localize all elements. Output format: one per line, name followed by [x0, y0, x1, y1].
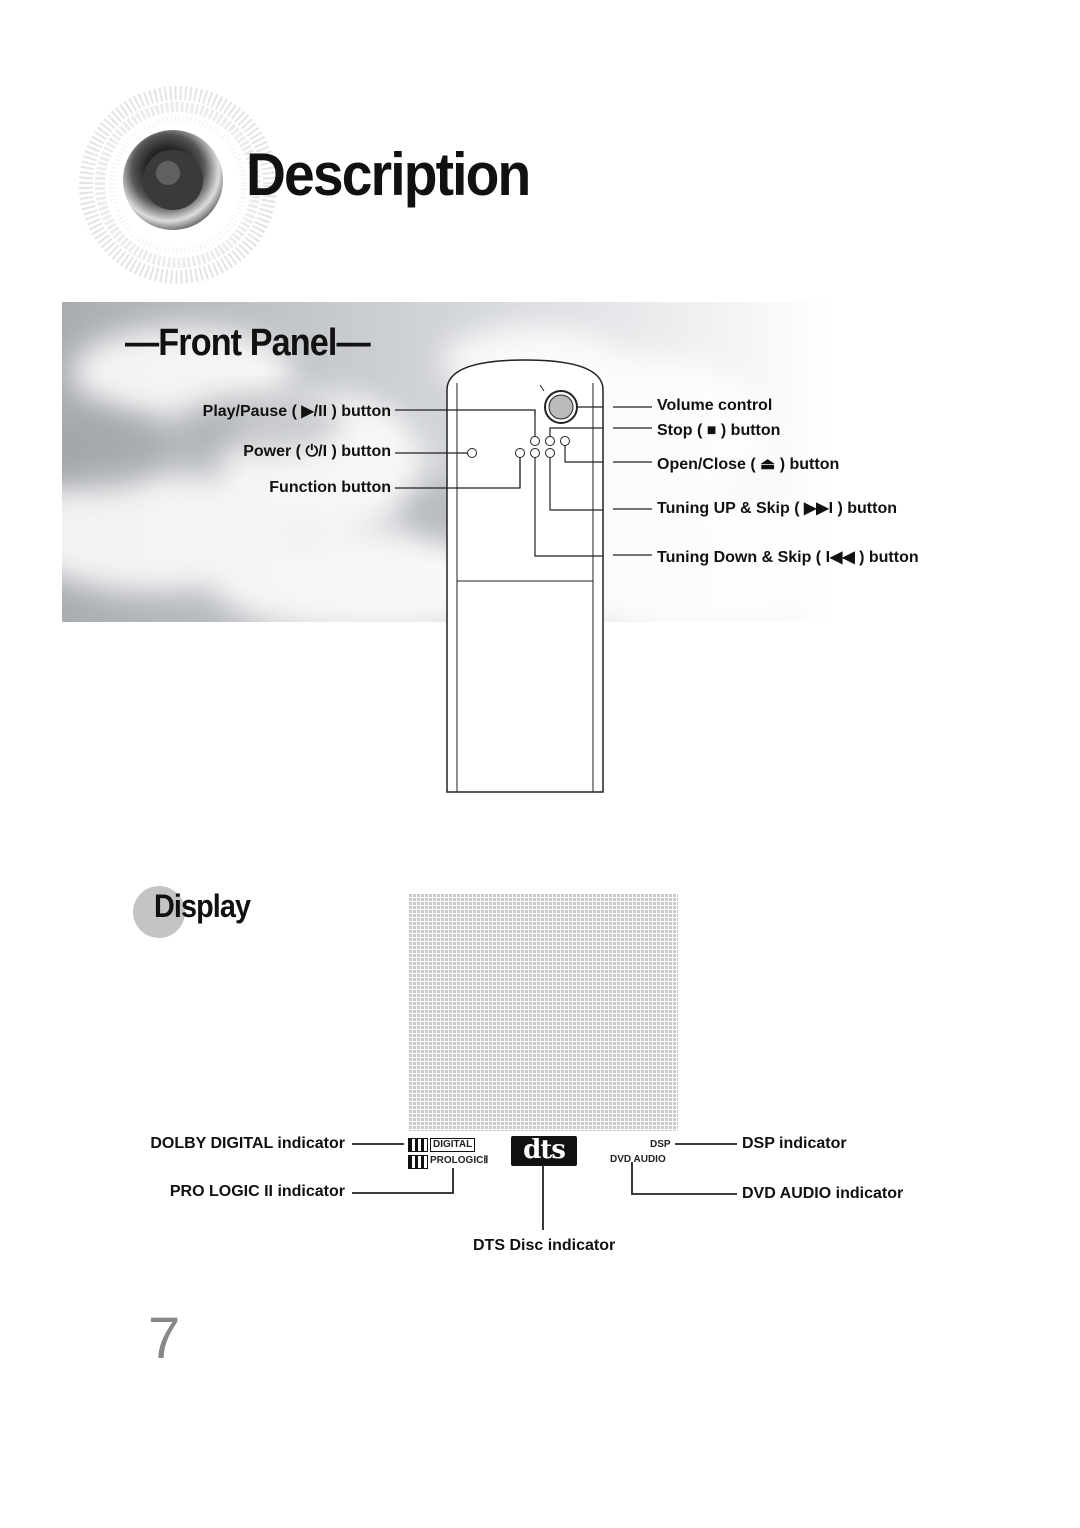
prologic-indicator: PROLOGICⅡ: [430, 1155, 489, 1166]
stop-label: Stop ( ■ ) button: [657, 422, 781, 439]
skip-forward-icon: ▶▶I: [803, 500, 834, 517]
page-title: Description: [246, 141, 531, 208]
skip-back-icon: I◀◀: [825, 549, 855, 566]
dvd-audio-indicator: DVD AUDIO: [610, 1154, 666, 1165]
display-heading-circle: [133, 886, 185, 938]
function-label: Function button: [269, 479, 391, 496]
front-panel-leaders: [395, 406, 652, 556]
prologic-double-d-icon: [408, 1155, 428, 1169]
dsp-indicator: DSP: [650, 1139, 671, 1150]
eject-icon: ⏏: [760, 456, 776, 473]
dolby-double-d-icon: [408, 1138, 428, 1152]
play-pause-label: Play/Pause ( ▶/II ) button: [202, 403, 391, 420]
power-icon: ⏻/I: [305, 443, 328, 460]
page-number: 7: [148, 1306, 181, 1371]
display-leaders: [352, 1143, 737, 1230]
open-close-label: Open/Close ( ⏏ ) button: [657, 456, 840, 473]
dvd-audio-label: DVD AUDIO indicator: [742, 1185, 904, 1202]
play-pause-icon: ▶/II: [301, 403, 328, 420]
dts-disc-label: DTS Disc indicator: [473, 1237, 616, 1254]
tuning-down-label: Tuning Down & Skip ( I◀◀ ) button: [657, 549, 919, 566]
tuning-up-label: Tuning UP & Skip ( ▶▶I ) button: [657, 500, 898, 517]
dsp-label: DSP indicator: [742, 1135, 847, 1152]
speaker-logo: [79, 86, 277, 284]
stop-icon: ■: [706, 422, 717, 439]
volume-control-label: Volume control: [657, 397, 773, 414]
front-panel-diagram: [446, 359, 604, 793]
front-panel-heading: —Front Panel—: [125, 322, 371, 364]
power-label: Power ( ⏻/I ) button: [243, 443, 391, 460]
display-heading: Display: [154, 888, 251, 924]
dolby-digital-label: DOLBY DIGITAL indicator: [150, 1135, 345, 1152]
dts-logo: dts: [511, 1136, 577, 1166]
display-dot-matrix: [408, 893, 678, 1131]
digital-indicator: DIGITAL: [430, 1138, 476, 1152]
pro-logic-label: PRO LOGIC II indicator: [169, 1183, 345, 1200]
